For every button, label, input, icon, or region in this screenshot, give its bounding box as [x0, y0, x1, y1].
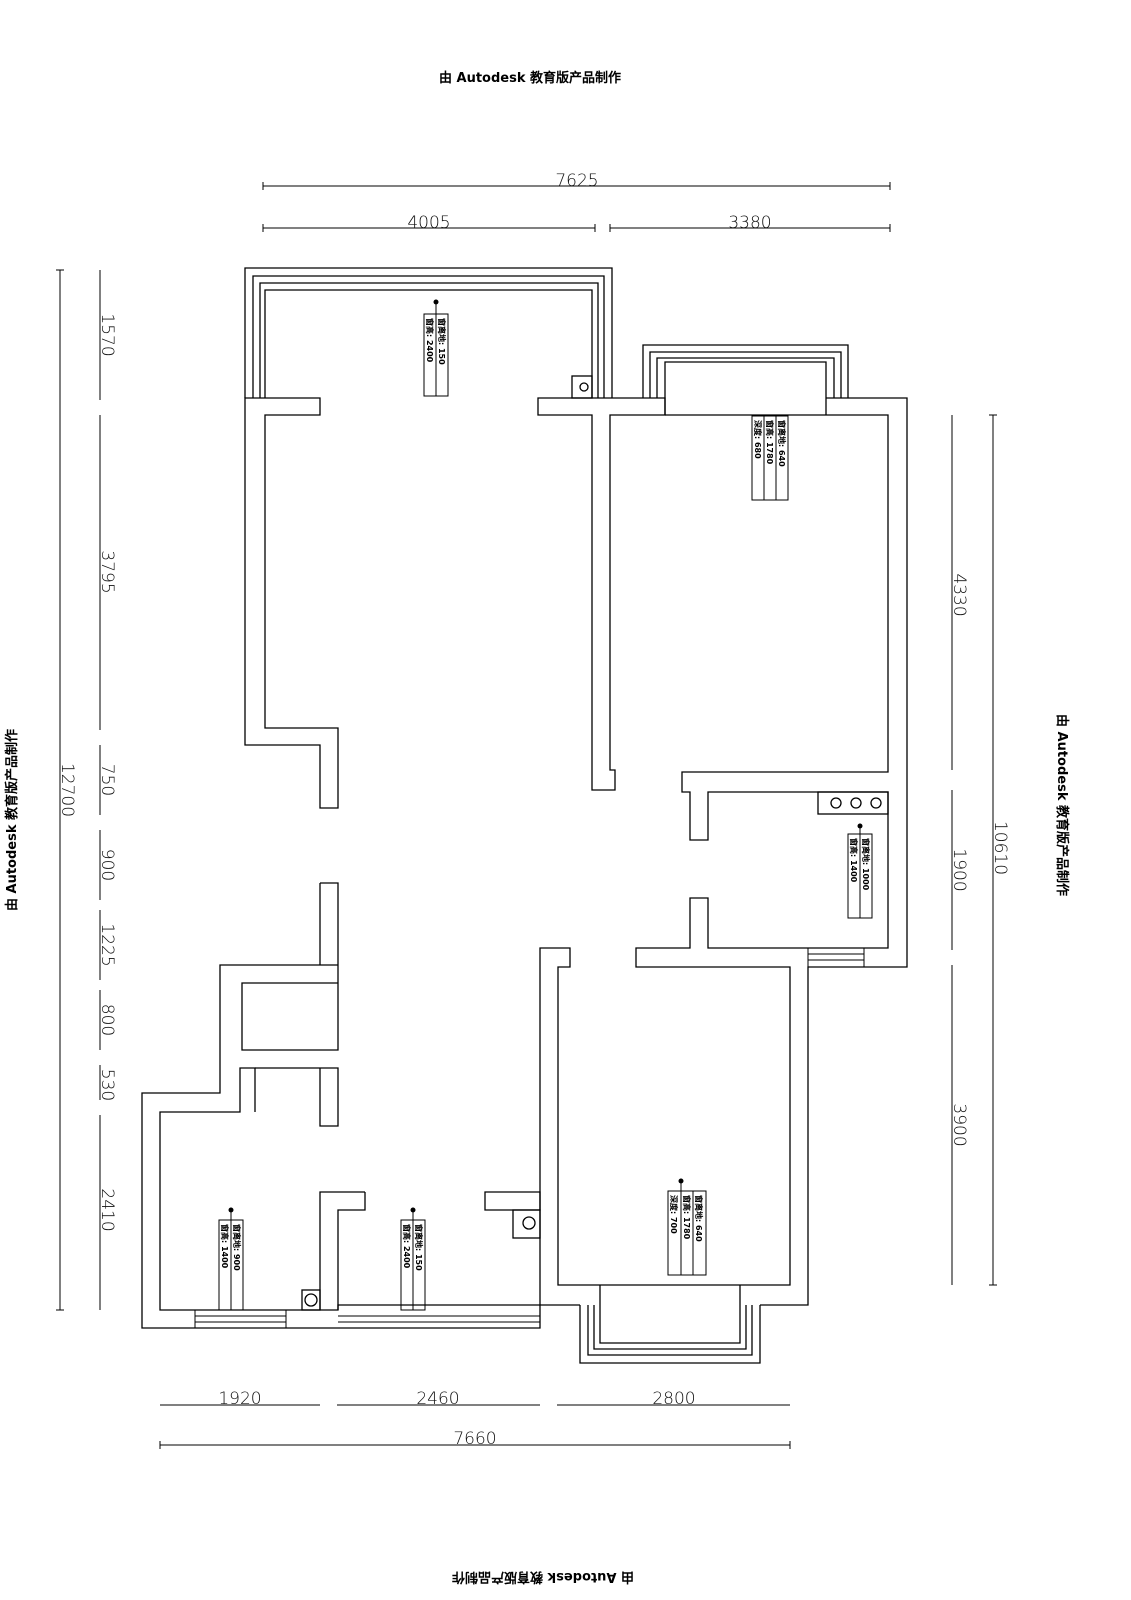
window-tag: 窗离地: 150 窗高: 2400 [400, 1207, 426, 1311]
window-tag: 窗离地: 640 窗高: 1780 深度: 700 [667, 1178, 707, 1276]
watermark-right: 由 Autodesk 教育版产品制作 [1054, 714, 1070, 896]
svg-text:窗离地: 640: 窗离地: 640 [777, 420, 787, 467]
svg-text:窗离地: 150: 窗离地: 150 [414, 1224, 424, 1271]
dim-left-total: 12700 [57, 763, 77, 817]
svg-text:窗高: 2400: 窗高: 2400 [402, 1224, 412, 1269]
dim-left-1: 1570 [97, 313, 117, 356]
watermark-bottom: 由 Autodesk 教育版产品制作 [452, 1569, 634, 1585]
svg-text:窗高: 1780: 窗高: 1780 [765, 420, 775, 465]
watermark-top: 由 Autodesk 教育版产品制作 [439, 70, 621, 86]
dim-bottom-2: 2460 [416, 1389, 459, 1409]
dim-left-6: 800 [97, 1004, 117, 1036]
window-tag: 窗离地: 900 窗高: 1400 [218, 1207, 244, 1311]
watermark-left: 由 Autodesk 教育版产品制作 [4, 729, 20, 911]
window-tag: 窗离地: 150 窗高: 2400 [423, 299, 449, 397]
svg-text:深度: 680: 深度: 680 [753, 420, 763, 459]
dim-left-5: 1225 [97, 923, 117, 966]
dim-left-4: 900 [97, 849, 117, 881]
svg-text:窗高: 1400: 窗高: 1400 [220, 1224, 230, 1269]
svg-text:窗离地: 900: 窗离地: 900 [232, 1224, 242, 1271]
dim-right-2: 1900 [949, 848, 969, 891]
window-tag: 窗离地: 1000 窗高: 1400 [847, 823, 873, 919]
dim-right-3: 3900 [949, 1103, 969, 1146]
svg-text:窗高: 2400: 窗高: 2400 [425, 318, 435, 363]
svg-text:窗离地: 640: 窗离地: 640 [694, 1195, 704, 1242]
dim-bottom-1: 1920 [218, 1389, 261, 1409]
dim-top-total: 7625 [555, 171, 598, 191]
dim-left-2: 3795 [97, 550, 117, 593]
dim-top-1: 4005 [407, 213, 450, 233]
dim-left-3: 750 [97, 764, 117, 796]
svg-text:深度: 700: 深度: 700 [669, 1195, 679, 1234]
dimension-lines [56, 182, 997, 1449]
dim-top-2: 3380 [728, 213, 771, 233]
svg-text:窗高: 1780: 窗高: 1780 [682, 1195, 692, 1240]
dim-right-total: 10610 [990, 821, 1010, 875]
svg-text:窗离地: 1000: 窗离地: 1000 [861, 838, 871, 891]
dim-left-8: 2410 [97, 1188, 117, 1231]
svg-text:窗离地: 150: 窗离地: 150 [437, 318, 447, 365]
dim-left-7: 530 [97, 1069, 117, 1101]
walls [141, 267, 908, 1364]
svg-text:窗高: 1400: 窗高: 1400 [849, 838, 859, 883]
dim-bottom-total: 7660 [453, 1429, 496, 1449]
dim-right-1: 4330 [949, 573, 969, 616]
window-tag: 窗离地: 640 窗高: 1780 深度: 680 [751, 415, 789, 501]
dim-bottom-3: 2800 [652, 1389, 695, 1409]
